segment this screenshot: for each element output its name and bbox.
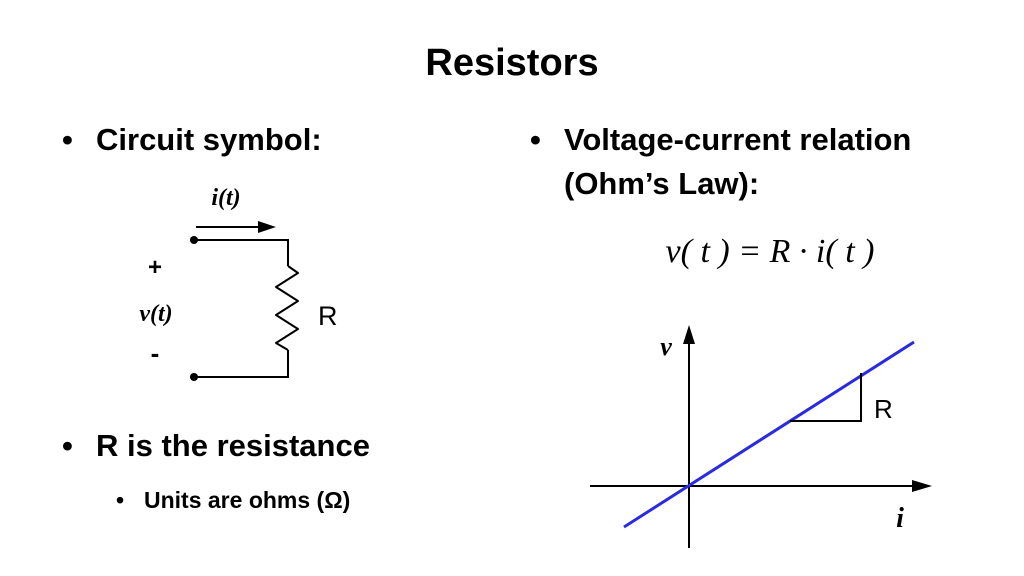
current-label: i(t) [211,185,240,211]
bullet-resistance: • R is the resistance [62,424,462,468]
bottom-terminal-icon [190,373,198,381]
bullet-voltage-current-text: Voltage-current relation (Ohm’s Law): [564,122,912,201]
slope-label: R [874,394,893,424]
slide-title: Resistors [425,42,599,84]
bullet-dot: • [62,428,73,463]
x-axis-label: i [896,503,904,534]
top-terminal-icon [190,236,198,244]
x-axis [590,480,932,492]
bullet-dot: • [62,122,73,157]
current-arrow-icon [196,221,276,233]
resistor-zigzag-icon [275,265,299,351]
circuit-wires [194,239,289,378]
resistor-label: R [318,301,338,331]
minus-label: - [151,338,160,368]
bullet-resistance-text: R is the resistance [96,428,370,463]
plus-label: + [148,254,162,281]
bullet-circuit-symbol-text: Circuit symbol: [96,122,322,157]
sub-bullet-units-text: Units are ohms (Ω) [144,487,351,513]
slope-triangle-icon [790,373,862,422]
bullet-circuit-symbol: • Circuit symbol: [62,118,462,162]
bullet-dot: • [530,122,541,157]
bullet-voltage-current: • Voltage-current relation (Ohm’s Law): [530,118,1000,214]
ohms-law-equation: v( t ) = R · i( t ) [665,233,875,270]
sub-bullet-dot: • [116,487,125,513]
y-axis [683,325,695,548]
vi-line [623,340,915,529]
voltage-label: v(t) [139,301,172,327]
y-axis-label: v [660,332,672,361]
